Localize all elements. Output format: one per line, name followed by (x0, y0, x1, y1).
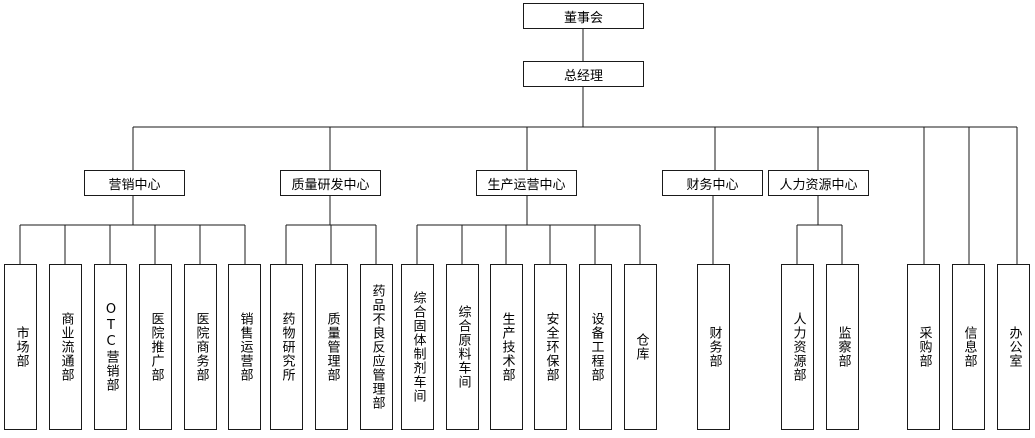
node-dept: 药品不良反应管理部 (360, 264, 393, 430)
node-dept: 药物研究所 (270, 264, 303, 430)
node-dept-label: 市场部 (13, 326, 29, 368)
node-dept: 人力资源部 (781, 264, 814, 430)
node-dept: OTC营销部 (94, 264, 127, 430)
node-dept: 商业流通部 (49, 264, 82, 430)
node-dept: 监察部 (826, 264, 859, 430)
node-dept-label: 安全环保部 (543, 312, 559, 382)
node-general-manager-label: 总经理 (563, 68, 603, 84)
node-dept-label: 办公室 (1006, 326, 1022, 368)
node-dept: 生产技术部 (490, 264, 523, 430)
node-dept-label: 综合固体制剂车间 (410, 291, 426, 403)
node-dept: 医院推广部 (139, 264, 172, 430)
node-dept: 采购部 (907, 264, 940, 430)
node-dept-label: 监察部 (835, 326, 851, 368)
node-dept-label: 质量管理部 (324, 312, 340, 382)
node-dept-label: 药品不良反应管理部 (369, 284, 385, 410)
node-dept: 销售运营部 (228, 264, 261, 430)
node-dept: 市场部 (4, 264, 37, 430)
node-dept-label: 信息部 (961, 326, 977, 368)
node-general-manager: 总经理 (523, 61, 644, 87)
node-dept-label: 药物研究所 (279, 312, 295, 382)
node-board: 董事会 (523, 3, 644, 29)
node-center-production-label: 生产运营中心 (487, 177, 566, 193)
node-center-finance: 财务中心 (662, 170, 763, 196)
node-dept-label: 综合原料车间 (455, 305, 471, 389)
node-board-label: 董事会 (563, 10, 603, 26)
node-center-marketing-label: 营销中心 (108, 177, 161, 193)
node-center-hr: 人力资源中心 (768, 170, 869, 196)
node-dept: 综合原料车间 (446, 264, 479, 430)
node-dept: 综合固体制剂车间 (401, 264, 434, 430)
node-center-quality: 质量研发中心 (280, 170, 381, 196)
node-center-hr-label: 人力资源中心 (779, 177, 858, 193)
node-center-finance-label: 财务中心 (686, 177, 739, 193)
node-dept-label: OTC营销部 (103, 302, 119, 392)
node-dept: 医院商务部 (184, 264, 217, 430)
node-dept: 财务部 (697, 264, 730, 430)
node-dept: 信息部 (952, 264, 985, 430)
node-dept-label: 销售运营部 (237, 312, 253, 382)
node-dept-label: 财务部 (706, 326, 722, 368)
node-dept-label: 设备工程部 (588, 312, 604, 382)
node-center-quality-label: 质量研发中心 (291, 177, 370, 193)
node-dept-label: 医院推广部 (148, 312, 164, 382)
node-dept-label: 医院商务部 (193, 312, 209, 382)
node-dept-label: 生产技术部 (499, 312, 515, 382)
node-dept: 仓库 (624, 264, 657, 430)
node-dept: 质量管理部 (315, 264, 348, 430)
node-dept-label: 人力资源部 (790, 312, 806, 382)
node-dept-label: 采购部 (916, 326, 932, 368)
node-dept: 安全环保部 (534, 264, 567, 430)
node-dept: 设备工程部 (579, 264, 612, 430)
node-center-production: 生产运营中心 (476, 170, 577, 196)
node-dept-label: 仓库 (633, 333, 649, 361)
node-center-marketing: 营销中心 (84, 170, 185, 196)
node-dept-label: 商业流通部 (58, 312, 74, 382)
node-dept: 办公室 (997, 264, 1030, 430)
